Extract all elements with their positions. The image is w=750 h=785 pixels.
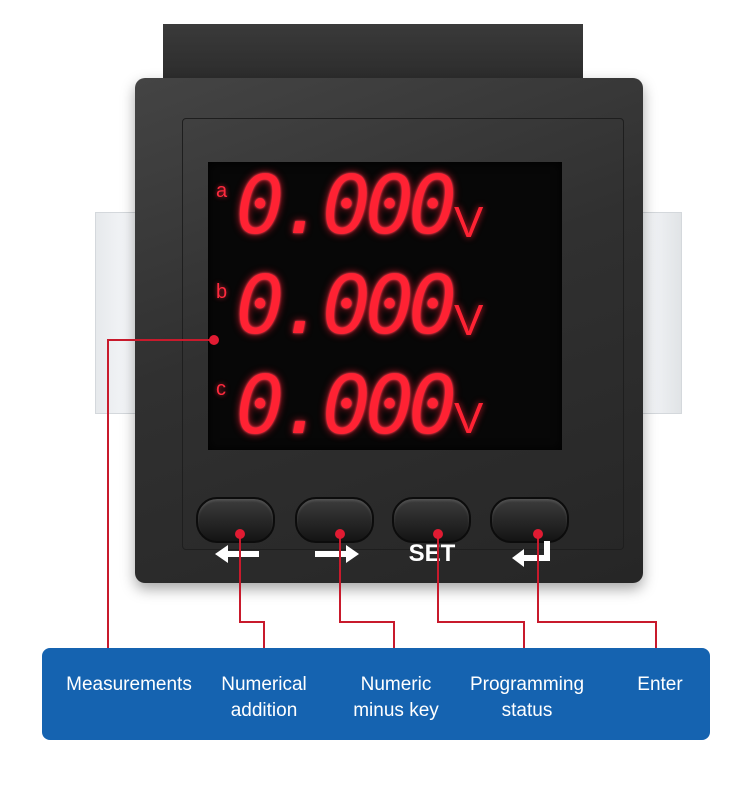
minus-callout-dot <box>335 529 345 539</box>
caption-bar <box>42 648 710 740</box>
right-arrow-button[interactable] <box>295 497 374 543</box>
phase-c-unit: V <box>454 394 484 443</box>
panel-inner-border <box>182 118 624 550</box>
caption-numeric-minus-key: Numeric minus key <box>353 674 439 721</box>
phase-c-letter: c <box>216 378 226 400</box>
led-display <box>208 162 562 450</box>
enter-callout-dot <box>533 529 543 539</box>
caption-numerical-addition: Numerical addition <box>221 674 307 721</box>
phase-b-unit: V <box>454 296 484 345</box>
caption-measurements: Measurements <box>66 674 192 695</box>
enter-icon <box>512 541 550 567</box>
caption-programming-status: Programming status <box>469 674 585 721</box>
phase-a-unit: V <box>454 198 484 247</box>
caption-enter: Enter <box>637 674 683 695</box>
phase-b-voltage-value: 0.000 <box>236 259 457 352</box>
addition-callout-dot <box>235 529 245 539</box>
left-arrow-icon <box>215 545 259 563</box>
right-arrow-icon <box>315 545 359 563</box>
enter-button[interactable] <box>490 497 569 543</box>
phase-c-voltage-value: 0.000 <box>236 359 457 452</box>
phase-a-voltage-value: 0.000 <box>236 159 457 252</box>
programming-callout-dot <box>433 529 443 539</box>
set-label: SET <box>408 540 456 567</box>
measurements-callout-dot <box>209 335 219 345</box>
phase-b-letter: b <box>216 281 228 303</box>
set-button[interactable] <box>392 497 471 543</box>
phase-a-letter: a <box>216 180 228 202</box>
